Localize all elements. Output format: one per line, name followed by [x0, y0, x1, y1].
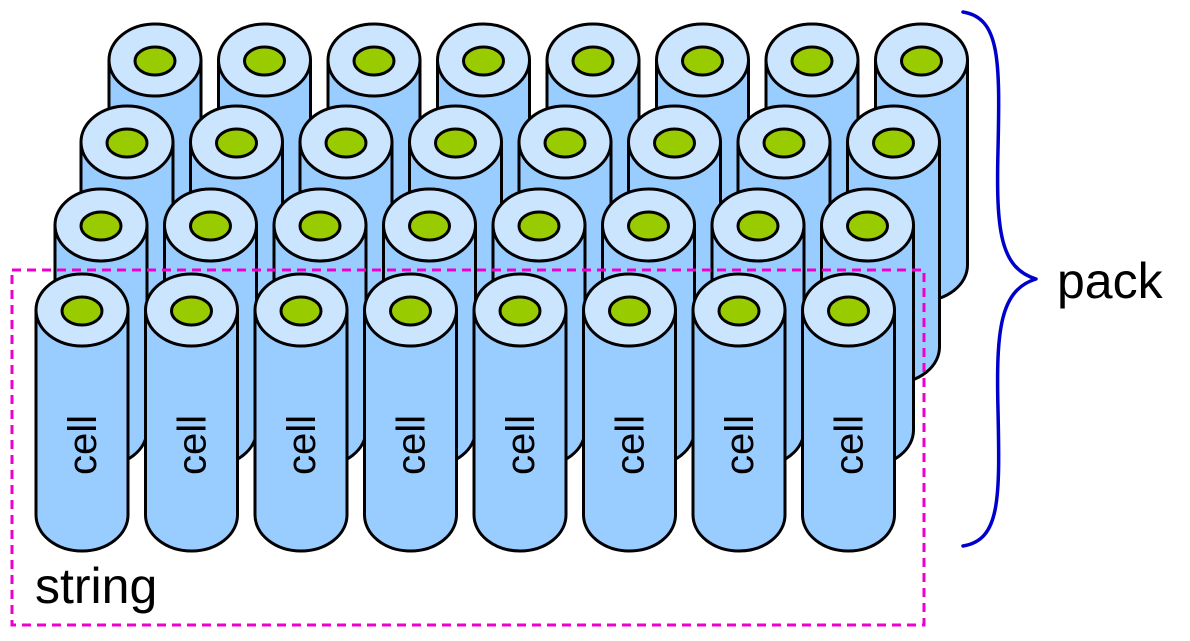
cell-body [144, 308, 239, 553]
battery-cell: cell [253, 272, 349, 553]
battery-cell: cell [34, 272, 130, 553]
cell-terminal [900, 45, 943, 77]
cell-terminal [279, 295, 323, 327]
cell-terminal [627, 210, 670, 242]
cell-body [801, 308, 896, 553]
cell-terminal [736, 210, 780, 242]
cell-label: cell [280, 415, 324, 475]
cell-terminal [408, 210, 451, 242]
cell-terminal [60, 295, 104, 327]
cell-body [363, 308, 458, 553]
cell-terminal [571, 45, 615, 77]
pack-label: pack [1057, 253, 1164, 309]
cell-terminal [790, 45, 834, 77]
cell-terminal [608, 295, 651, 327]
battery-cell: cell [363, 272, 458, 553]
cell-label: cell [828, 415, 872, 475]
cell-terminal [517, 210, 561, 242]
battery-cell: cell [472, 272, 568, 553]
cell-terminal [462, 45, 505, 77]
cell-terminal [243, 45, 286, 77]
cell-body [472, 308, 568, 553]
cell-terminal [543, 127, 587, 159]
cell-terminal [189, 210, 232, 242]
cell-terminal [653, 127, 696, 159]
cell-body [253, 308, 349, 553]
cell-label: cell [61, 415, 105, 475]
cell-terminal [298, 210, 342, 242]
battery-cell: cell [582, 272, 677, 553]
cell-terminal [170, 295, 213, 327]
cell-label: cell [609, 415, 653, 475]
cell-terminal [872, 127, 915, 159]
string-label: string [35, 558, 157, 614]
cell-body [691, 308, 787, 553]
battery-cell: cell [801, 272, 896, 553]
cell-terminal [352, 45, 396, 77]
pack-brace [961, 10, 1038, 548]
cell-terminal [133, 45, 177, 77]
cell-terminal [498, 295, 542, 327]
cell-label: cell [499, 415, 543, 475]
cell-terminal [717, 295, 761, 327]
cell-label: cell [171, 415, 215, 475]
battery-cell: cell [144, 272, 239, 553]
battery-cell: cell [691, 272, 787, 553]
string-boundary [10, 268, 926, 627]
cell-label: cell [390, 415, 434, 475]
cell-label: cell [718, 415, 762, 475]
cell-terminal [105, 127, 149, 159]
cells-layer: cell cell cell cell cell cell cell cell [34, 22, 969, 553]
cell-terminal [324, 127, 368, 159]
cell-body [582, 308, 677, 553]
cell-terminal [79, 210, 123, 242]
cell-terminal [389, 295, 432, 327]
cell-terminal [434, 127, 477, 159]
cell-terminal [762, 127, 806, 159]
cell-body [34, 308, 130, 553]
cell-terminal [827, 295, 870, 327]
cell-terminal [215, 127, 258, 159]
cell-terminal [846, 210, 889, 242]
cell-terminal [681, 45, 724, 77]
